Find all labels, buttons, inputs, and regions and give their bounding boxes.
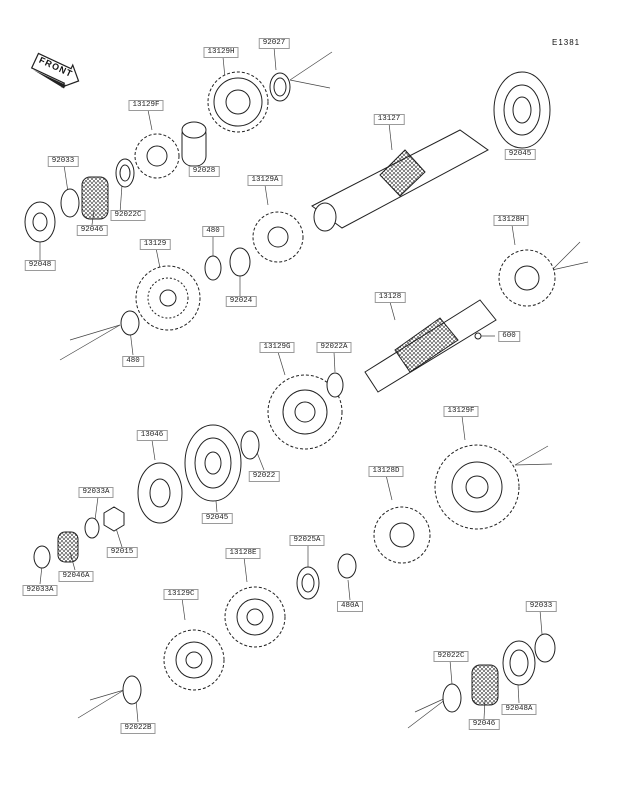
bearing-92046-top — [81, 176, 109, 220]
label-92045-mid: 92045 — [201, 513, 233, 524]
washer-92022B — [122, 675, 142, 705]
washer-92022C-top — [115, 158, 135, 188]
gear-13129G — [267, 374, 343, 450]
washer-92024 — [229, 247, 251, 277]
label-13128H: 13128H — [493, 215, 529, 226]
label-92028: 92028 — [188, 166, 220, 177]
washer-92022A — [326, 372, 344, 398]
label-92048A: 92048A — [501, 704, 537, 715]
washer-92022C-bottom — [442, 683, 462, 713]
bushing-92025A — [296, 566, 320, 600]
label-13129G: 13129G — [259, 342, 295, 353]
gear-13129C — [163, 629, 225, 691]
label-92025A: 92025A — [289, 535, 325, 546]
nut-92015 — [103, 506, 125, 532]
label-13128E: 13128E — [225, 548, 261, 559]
label-13129F-right: 13129F — [443, 406, 479, 417]
label-13128D: 13128D — [368, 466, 404, 477]
ring-92033-top — [60, 188, 80, 218]
gear-13129F-right — [434, 444, 520, 530]
cap-92048A — [502, 640, 536, 686]
gear-13128H — [498, 249, 556, 307]
label-92046A: 92046A — [58, 571, 94, 582]
washer-92022 — [240, 430, 260, 460]
gear-13129A — [252, 211, 304, 263]
bearing-92045-top — [493, 71, 551, 149]
label-480-bottom: 480 — [122, 356, 144, 367]
label-92022C-bottom: 92022C — [433, 651, 469, 662]
label-92048: 92048 — [24, 260, 56, 271]
label-13129: 13129 — [139, 239, 171, 250]
gear-13129H — [207, 71, 269, 133]
label-92033A-top: 92033A — [78, 487, 114, 498]
pin-600 — [474, 332, 482, 340]
label-13129H: 13129H — [203, 47, 239, 58]
label-92027: 92027 — [258, 38, 290, 49]
label-13127: 13127 — [373, 114, 405, 125]
shaft-13128 — [364, 299, 497, 393]
label-600: 600 — [498, 331, 520, 342]
label-92033-bottom: 92033 — [525, 601, 557, 612]
label-13129A: 13129A — [247, 175, 283, 186]
ring-92033A-bottom — [33, 545, 51, 569]
label-92022C-top: 92022C — [110, 210, 146, 221]
label-92015: 92015 — [106, 547, 138, 558]
label-92045-top: 92045 — [504, 149, 536, 160]
label-92033-top: 92033 — [47, 156, 79, 167]
label-92046-top: 92046 — [76, 225, 108, 236]
shaft-13127 — [311, 129, 489, 232]
label-480A: 480A — [336, 601, 364, 612]
label-13046: 13046 — [136, 430, 168, 441]
label-13129C: 13129C — [163, 589, 199, 600]
label-13128: 13128 — [374, 292, 406, 303]
hub-13046 — [137, 462, 183, 524]
bearing-92045-mid — [184, 424, 242, 502]
label-480-top: 480 — [202, 226, 224, 237]
bearing-92046A — [57, 531, 79, 563]
gear-13129F-top — [134, 133, 180, 179]
label-92033A-bottom: 92033A — [22, 585, 58, 596]
gear-13128E — [224, 586, 286, 648]
label-13129F-top: 13129F — [128, 100, 164, 111]
label-92022A: 92022A — [316, 342, 352, 353]
diagram-id: E1381 — [552, 38, 581, 47]
circlip-480A — [337, 553, 357, 579]
bushing-92028 — [181, 121, 207, 167]
washer-92027 — [269, 72, 291, 102]
front-arrow-icon — [30, 52, 80, 89]
circlip-480-top — [204, 255, 222, 281]
label-92022B: 92022B — [120, 723, 156, 734]
cap-92048 — [24, 201, 56, 243]
label-92024: 92024 — [225, 296, 257, 307]
label-92022: 92022 — [248, 471, 280, 482]
bearing-92046-bottom — [471, 664, 499, 706]
circlip-480-bottom — [120, 310, 140, 336]
ring-92033-bottom — [534, 633, 556, 663]
gear-13128D — [373, 506, 431, 564]
label-92046-bottom: 92046 — [468, 719, 500, 730]
washer-92033A-top — [84, 517, 100, 539]
gear-13129 — [135, 265, 201, 331]
